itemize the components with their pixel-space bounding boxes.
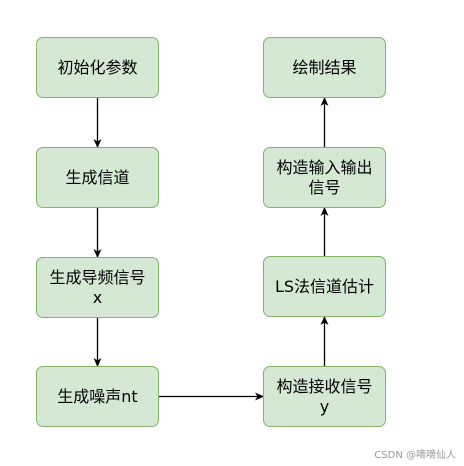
node-generate-pilot: 生成导频信号 x: [36, 257, 159, 318]
node-generate-channel: 生成信道: [36, 147, 159, 208]
node-construct-received-label: 构造接收信号 y: [276, 376, 373, 416]
node-generate-channel-label: 生成信道: [65, 167, 130, 187]
node-generate-pilot-label: 生成导频信号 x: [49, 267, 146, 307]
watermark: CSDN @嘀嘀仙人: [374, 450, 456, 461]
node-construct-received: 构造接收信号 y: [263, 366, 386, 427]
node-init-params-label: 初始化参数: [57, 57, 138, 77]
node-ls-estimation-label: LS法信道估计: [274, 276, 375, 296]
node-init-params: 初始化参数: [36, 37, 159, 98]
node-ls-estimation: LS法信道估计: [263, 256, 386, 317]
node-generate-noise: 生成噪声nt: [36, 366, 159, 427]
node-construct-io-label: 构造输入输出 信号: [276, 157, 373, 197]
node-generate-noise-label: 生成噪声nt: [57, 386, 138, 406]
node-construct-io: 构造输入输出 信号: [263, 147, 386, 208]
node-plot-results-label: 绘制结果: [292, 57, 357, 77]
node-plot-results: 绘制结果: [263, 37, 386, 98]
